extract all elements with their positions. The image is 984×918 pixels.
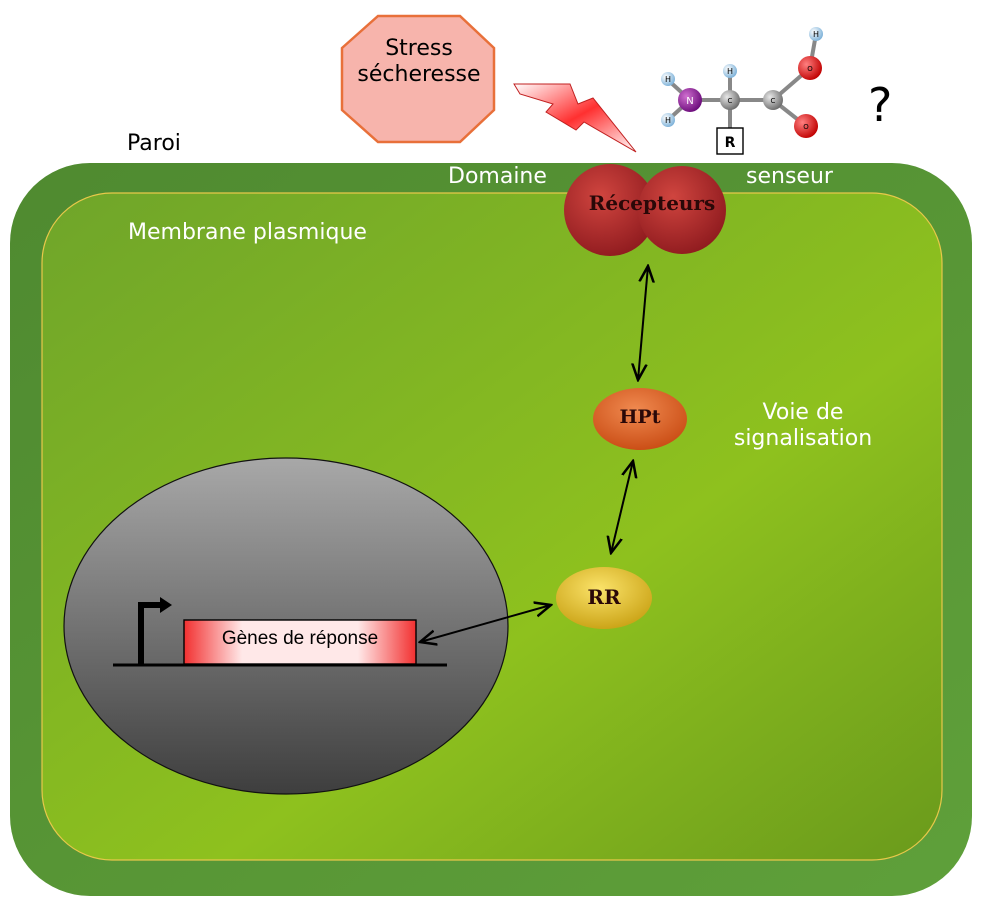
atom-label-o2: O bbox=[803, 123, 809, 131]
atom-label-r: R bbox=[725, 135, 736, 151]
pathway-label-line2: signalisation bbox=[733, 426, 873, 452]
atom-label-o1: O bbox=[807, 65, 813, 73]
atom-label-c1: C bbox=[728, 97, 733, 105]
arrow-hpt-receptor bbox=[638, 266, 648, 380]
atom-label-h2: H bbox=[665, 116, 671, 125]
question-mark: ? bbox=[868, 78, 893, 132]
receptors-label: Récepteurs bbox=[588, 191, 716, 215]
atom-label-h3: H bbox=[727, 67, 733, 76]
atom-label-c2: C bbox=[771, 97, 776, 105]
atom-label-n: N bbox=[686, 96, 693, 107]
stress-octagon bbox=[340, 14, 496, 144]
arrow-genes-rr bbox=[420, 605, 551, 642]
wall-label: Paroi bbox=[127, 131, 181, 156]
hpt-protein bbox=[593, 388, 687, 450]
amino-acid-molecule-icon: H H N H C C H O O R bbox=[661, 27, 823, 155]
receptor-right bbox=[638, 166, 726, 254]
promoter-arrowhead-icon bbox=[160, 597, 172, 613]
rr-label: RR bbox=[587, 585, 621, 609]
atom-label-h4: H bbox=[813, 30, 819, 39]
stress-label-line1: Stress bbox=[385, 36, 453, 61]
rr-protein bbox=[556, 567, 652, 629]
receptor-left bbox=[564, 164, 656, 256]
genes-label: Gènes de réponse bbox=[221, 628, 379, 649]
atom-label-h1: H bbox=[665, 75, 671, 84]
sensor-domain-label-left: Domaine bbox=[448, 164, 547, 189]
promoter-arrow-icon bbox=[138, 602, 163, 665]
membrane-label: Membrane plasmique bbox=[128, 220, 367, 245]
lightning-bolt-icon bbox=[513, 83, 637, 153]
pathway-label: Voie de signalisation bbox=[730, 400, 876, 453]
hpt-label: HPt bbox=[619, 406, 661, 428]
pathway-label-line1: Voie de bbox=[762, 400, 844, 425]
sensor-domain-label-right: senseur bbox=[746, 164, 833, 189]
arrow-rr-hpt bbox=[611, 461, 633, 553]
stress-label-line2: sécheresse bbox=[357, 62, 481, 88]
stress-label: Stress sécheresse bbox=[352, 36, 486, 89]
gene-box bbox=[183, 619, 417, 665]
